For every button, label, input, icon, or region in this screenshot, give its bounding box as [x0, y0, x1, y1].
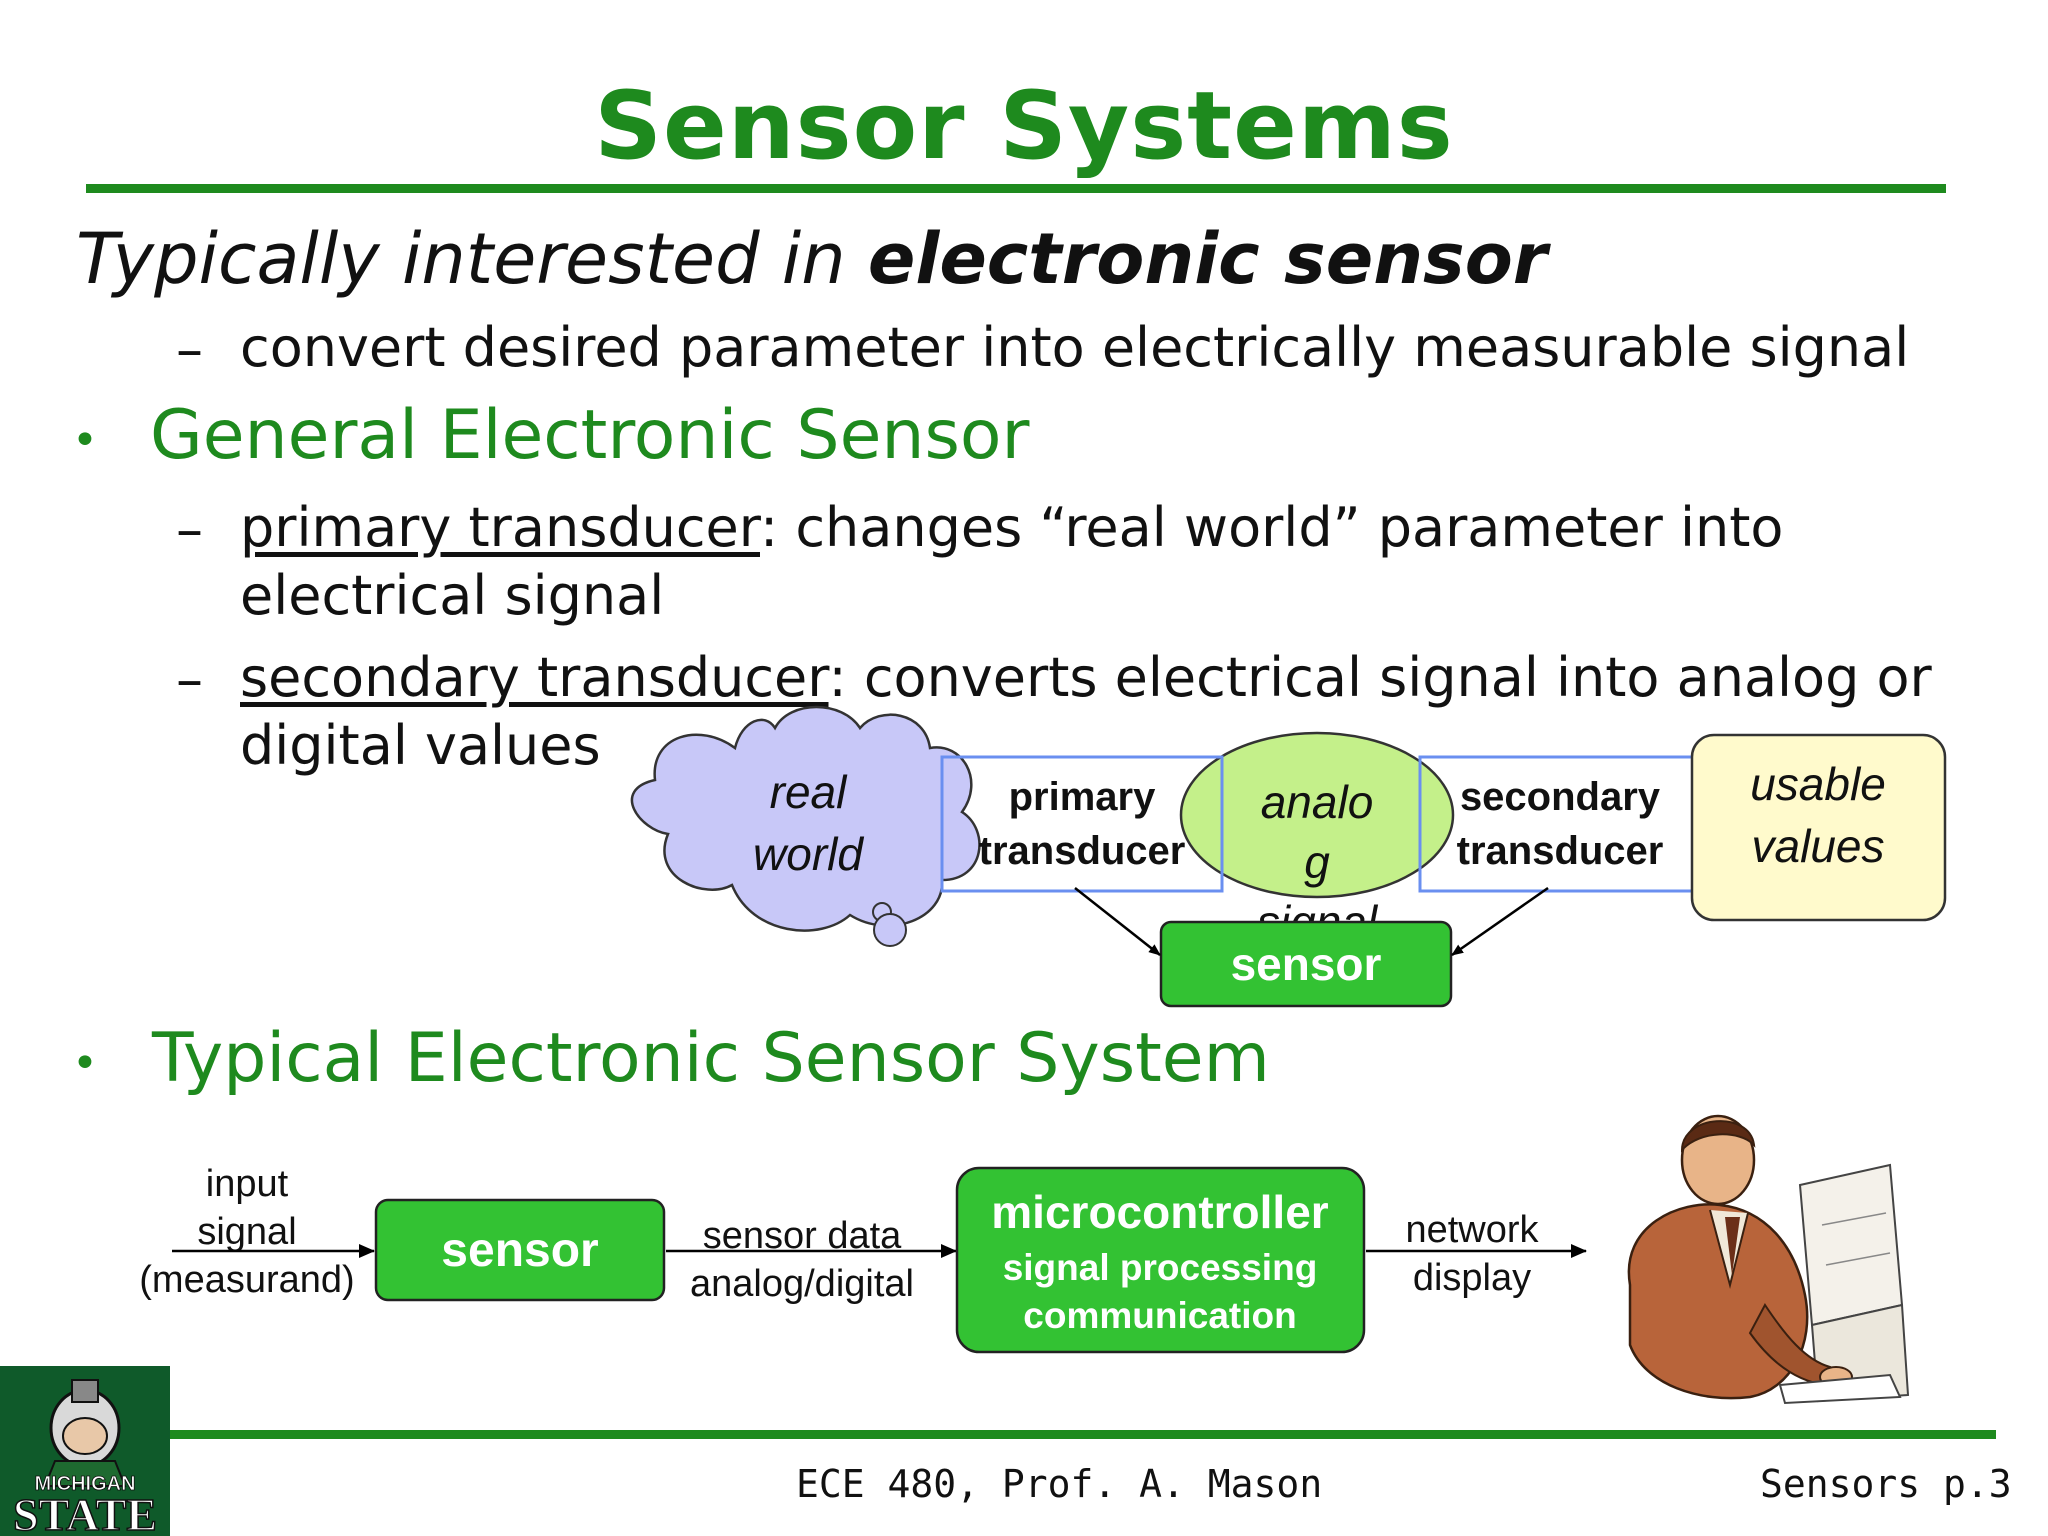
- sensor-box-top: sensor: [1159, 920, 1453, 1008]
- bullet-dot-general: •: [72, 415, 98, 466]
- cloud-label-line1: real: [770, 766, 848, 818]
- footer-page-number: Sensors p.3: [1760, 1462, 2012, 1506]
- secondary-transducer-term: secondary transducer: [240, 646, 829, 709]
- secondary-transducer-box: secondary transducer: [1418, 755, 1702, 893]
- secondary-box-line2: transducer: [1457, 829, 1664, 873]
- sensor-box-bottom: sensor: [374, 1198, 666, 1302]
- usable-label-line2: values: [1752, 820, 1885, 872]
- intro-emphasis: electronic sensor: [867, 218, 1548, 300]
- intro-prefix: Typically interested in: [76, 218, 868, 300]
- sensor-bottom-label: sensor: [441, 1224, 598, 1277]
- real-world-cloud: real world: [630, 705, 981, 947]
- secondary-dash: –: [176, 648, 203, 711]
- bullet-general-electronic-sensor: General Electronic Sensor: [150, 396, 1030, 475]
- primary-transducer-term: primary transducer: [240, 496, 760, 559]
- microcontroller-box: microcontroller signal processing commun…: [955, 1166, 1366, 1354]
- cloud-label-line2: world: [753, 828, 864, 880]
- logo-text-michigan: MICHIGAN: [34, 1473, 135, 1495]
- footer-course: ECE 480, Prof. A. Mason: [796, 1462, 1323, 1506]
- output-label-line2: display: [1413, 1257, 1531, 1299]
- intro-sub-dash: –: [176, 318, 203, 381]
- sensor-data-label-line2: analog/digital: [690, 1263, 914, 1305]
- secondary-transducer-line2: digital values: [240, 714, 601, 777]
- usable-label-line1: usable: [1750, 758, 1886, 810]
- primary-dash: –: [176, 498, 203, 561]
- primary-transducer-box: primary transducer: [940, 755, 1224, 893]
- intro-line: Typically interested in electronic senso…: [76, 218, 1547, 300]
- primary-box-line1: primary: [1009, 775, 1156, 819]
- input-label-line1: input: [206, 1163, 289, 1205]
- primary-transducer-line2: electrical signal: [240, 564, 665, 627]
- secondary-box-line1: secondary: [1460, 775, 1661, 819]
- microcontroller-sub-line2: communication: [1023, 1295, 1296, 1336]
- microcontroller-label: microcontroller: [991, 1186, 1329, 1238]
- analog-label-line2: g: [1304, 836, 1330, 888]
- footer-divider: [170, 1430, 1996, 1439]
- logo-text-state: STATE: [13, 1489, 157, 1536]
- output-label-line1: network: [1405, 1209, 1539, 1251]
- primary-box-line2: transducer: [979, 829, 1186, 873]
- input-label-line2: signal: [197, 1211, 296, 1253]
- primary-transducer-desc: : changes “real world” parameter into: [760, 496, 1784, 559]
- usable-values-box: usable values: [1690, 733, 1947, 922]
- input-label-line3: (measurand): [139, 1259, 354, 1301]
- primary-transducer-line1: primary transducer: changes “real world”…: [240, 494, 1783, 562]
- slide-title: Sensor Systems: [594, 72, 1454, 181]
- sensor-data-label-line1: sensor data: [703, 1215, 902, 1257]
- arrow-primary-to-sensor: [1074, 887, 1161, 956]
- person-at-computer-icon: [1627, 1114, 1910, 1405]
- secondary-transducer-line1: secondary transducer: converts electrica…: [240, 644, 1932, 712]
- title-divider: [86, 184, 1946, 193]
- analog-label-line1: analo: [1261, 776, 1374, 828]
- bullet-typical-sensor-system: Typical Electronic Sensor System: [152, 1019, 1270, 1098]
- microcontroller-sub-line1: signal processing: [1003, 1247, 1318, 1288]
- intro-sub-text: convert desired parameter into electrica…: [240, 316, 1910, 379]
- michigan-state-logo: MICHIGAN STATE: [0, 1366, 170, 1536]
- arrow-secondary-to-sensor: [1451, 886, 1549, 957]
- sensor-top-label: sensor: [1231, 938, 1382, 990]
- secondary-transducer-desc: : converts electrical signal into analog…: [828, 646, 1932, 709]
- bullet-dot-typical: •: [72, 1038, 98, 1089]
